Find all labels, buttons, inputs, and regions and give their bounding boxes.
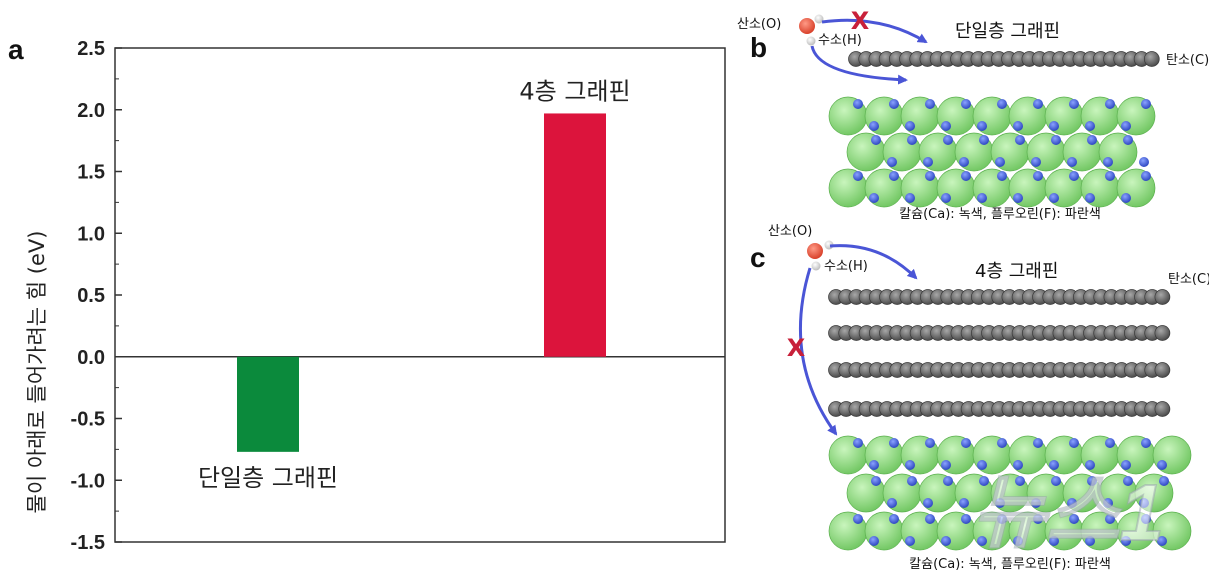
arrow-over-graphene-c (829, 244, 918, 280)
y-tick-label: 1.0 (77, 223, 105, 245)
panel-letter-b: b (750, 32, 768, 63)
y-tick-label: -1.5 (71, 532, 105, 554)
bars (237, 113, 606, 452)
hydrogen-label-b: 수소(H) (818, 33, 862, 48)
substrate-legend-c: 칼슘(Ca): 녹색, 플루오린(F): 파란색 (909, 557, 1111, 572)
bar-labels: 단일층 그래핀 4층 그래핀 (198, 77, 631, 491)
y-axis-label: 물이 아래로 들어가려는 힘 (eV) (25, 231, 49, 514)
y-axis: 2.5 2.0 1.5 1.0 0.5 0.0 -0.5 -1.0 -1.5 (71, 38, 122, 554)
graphene-layers-c (828, 289, 1171, 417)
y-tick-label: 0.0 (77, 347, 105, 369)
calcium-fluoride-substrate-b (828, 96, 1156, 208)
y-tick-label: -1.0 (71, 470, 105, 492)
y-tick-label: -0.5 (71, 409, 105, 431)
graphene-label-c: 4층 그래핀 (975, 261, 1058, 282)
arrow-over-graphene-b (821, 18, 928, 44)
bar-label-1: 단일층 그래핀 (198, 464, 338, 492)
y-tick-label: 0.5 (77, 285, 105, 307)
water-molecule-c (807, 240, 834, 271)
water-molecule-b (799, 14, 824, 46)
arrow-under-graphene-c (798, 267, 838, 436)
substrate-legend-b: 칼슘(Ca): 녹색, 플루오린(F): 파란색 (899, 207, 1101, 222)
arrow-under-graphene-b (810, 45, 908, 85)
carbon-label-c: 탄소(C) (1168, 272, 1209, 287)
bar-2 (544, 113, 606, 357)
blocked-mark-c: X (787, 334, 806, 362)
blocked-mark-b: X (851, 7, 870, 35)
bar-1 (237, 356, 299, 452)
diagram-c: X 산소(O) 수소(H) 4층 그래핀 탄소(C) 칼슘(Ca): 녹색, 플… (768, 224, 1209, 572)
y-tick-label: 1.5 (77, 162, 105, 184)
oxygen-label-c: 산소(O) (768, 224, 812, 239)
y-tick-label: 2.5 (77, 38, 105, 60)
diagram-b: X 산소(O) 수소(H) 단일층 그래핀 탄소(C) 칼슘(Ca): 녹색, … (737, 7, 1209, 222)
watermark: 뉴스1 (972, 468, 1164, 557)
graphene-layer-b (848, 51, 1160, 67)
y-tick-label: 2.0 (77, 100, 105, 122)
panel-letter-a: a (8, 34, 24, 65)
carbon-label-b: 탄소(C) (1166, 53, 1209, 68)
calcium-fluoride-substrate-c (828, 435, 1192, 551)
bar-chart: 2.5 2.0 1.5 1.0 0.5 0.0 -0.5 -1.0 -1.5 단일층 그래핀 4층… (25, 38, 726, 554)
graphene-label-b: 단일층 그래핀 (955, 21, 1060, 42)
hydrogen-label-c: 수소(H) (824, 259, 868, 274)
panel-letter-c: c (750, 242, 766, 273)
bar-label-2: 4층 그래핀 (519, 77, 630, 105)
